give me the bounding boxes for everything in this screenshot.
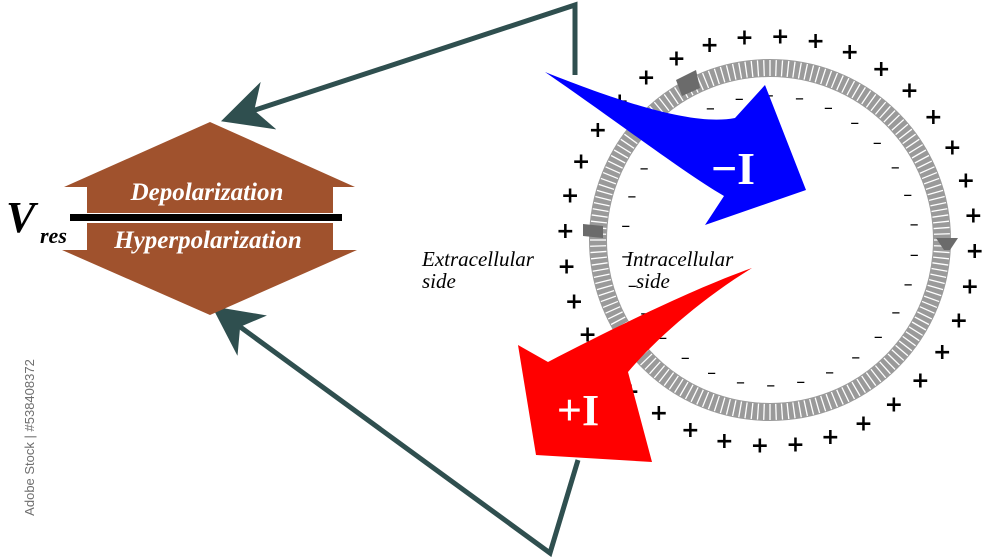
- plus-charge: +: [751, 434, 769, 459]
- plus-charge: +: [650, 401, 668, 426]
- minus-charge: –: [640, 303, 649, 324]
- minus-charge: –: [850, 112, 859, 133]
- plus-charge: +: [964, 204, 982, 229]
- plus-charge: +: [806, 29, 824, 54]
- plus-charge: +: [821, 425, 839, 450]
- minus-charge: –: [910, 214, 919, 235]
- voltage-symbol: V: [6, 193, 39, 242]
- minus-charge: –: [851, 347, 860, 368]
- plus-charge: +: [950, 309, 968, 334]
- plus-charge: +: [911, 369, 929, 394]
- voltage-subscript: res: [40, 223, 67, 248]
- plus-charge: +: [900, 79, 918, 104]
- minus-charge: –: [874, 327, 883, 348]
- minus-charge: –: [640, 158, 649, 179]
- plus-charge: +: [700, 33, 718, 58]
- plus-charge: +: [735, 26, 753, 51]
- cell-membrane: [583, 59, 958, 421]
- intracellular-label-line1: Intracellular: [625, 247, 734, 271]
- minus-charge: –: [910, 245, 919, 266]
- minus-charge: –: [658, 328, 667, 349]
- minus-charge: –: [796, 372, 805, 393]
- negative-current-arrow: [545, 72, 806, 225]
- minus-charge: –: [627, 186, 636, 207]
- plus-charge: +: [771, 24, 789, 49]
- minus-charge: –: [707, 363, 716, 384]
- minus-charge: –: [735, 88, 744, 109]
- minus-charge: –: [621, 246, 630, 267]
- minus-charge: –: [825, 362, 834, 383]
- resting-potential-line: [70, 214, 342, 221]
- minus-charge: –: [736, 372, 745, 393]
- minus-charge: –: [891, 157, 900, 178]
- ion-channel-top: [676, 70, 700, 96]
- plus-charge: +: [961, 275, 979, 300]
- minus-charge: –: [766, 375, 775, 396]
- feedback-line-bottom: [211, 306, 581, 558]
- plus-charge: +: [872, 57, 890, 82]
- plus-charge: +: [885, 392, 903, 417]
- ion-channel-left: [583, 224, 603, 238]
- minus-charge: –: [681, 348, 690, 369]
- minus-charge: –: [903, 185, 912, 206]
- plus-charge: +: [924, 105, 942, 130]
- plus-charge: +: [933, 340, 951, 365]
- minus-charge: –: [795, 88, 804, 109]
- minus-charge: –: [904, 274, 913, 295]
- plus-charge: +: [556, 219, 574, 244]
- extracellular-label-line2: side: [422, 269, 456, 293]
- depolarization-arrow: [64, 122, 355, 213]
- plus-charge: +: [589, 118, 607, 143]
- minus-charge: –: [628, 276, 637, 297]
- stock-watermark: Adobe Stock | #538408372: [21, 320, 37, 555]
- depolarization-label: Depolarization: [130, 179, 284, 206]
- extracellular-label: Extracellular side: [421, 247, 539, 293]
- plus-charge: +: [681, 418, 699, 443]
- plus-charge: +: [854, 411, 872, 436]
- stock-watermark-text: Adobe Stock | #538408372: [21, 359, 37, 516]
- plus-charge: +: [840, 40, 858, 65]
- plus-charge: +: [572, 149, 590, 174]
- minus-charge: –: [706, 98, 715, 119]
- plus-charge: +: [667, 47, 685, 72]
- positive-current-arrow: [518, 268, 752, 462]
- plus-charge: +: [715, 429, 733, 454]
- plus-charge: +: [786, 432, 804, 457]
- minus-charge: –: [621, 216, 630, 237]
- plus-charge: +: [957, 169, 975, 194]
- plus-charge: +: [557, 255, 575, 280]
- intracellular-charges: ––––––––––––––––––––––––––––––: [621, 85, 919, 396]
- plus-charge: +: [965, 239, 983, 264]
- plus-charge: +: [637, 66, 655, 91]
- extracellular-label-line1: Extracellular: [421, 247, 535, 271]
- feedback-line-top: [220, 1, 578, 130]
- negative-current-label: −I: [711, 143, 755, 194]
- intracellular-label-line2: side: [636, 269, 670, 293]
- positive-current-label: +I: [557, 386, 599, 435]
- intracellular-label: Intracellular side: [625, 247, 739, 293]
- minus-charge: –: [765, 85, 774, 106]
- minus-charge: –: [824, 97, 833, 118]
- minus-charge: –: [873, 133, 882, 154]
- plus-charge: +: [565, 289, 583, 314]
- plus-charge: +: [561, 183, 579, 208]
- plus-charge: +: [943, 136, 961, 161]
- hyperpolarization-label: Hyperpolarization: [113, 227, 302, 254]
- minus-charge: –: [891, 302, 900, 323]
- hyperpolarization-arrow: [62, 223, 357, 315]
- ion-channel-right: [936, 238, 958, 250]
